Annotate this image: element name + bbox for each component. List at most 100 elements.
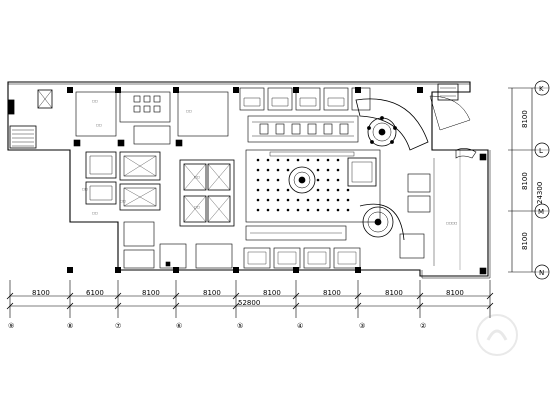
axis-marker: ④ <box>297 322 303 330</box>
table-dot <box>326 208 330 212</box>
stair-core-left <box>7 89 53 149</box>
axis-bubbles-bottom: ⑨ ⑧ ⑦ ⑥ ⑤ ④ ③ ② <box>8 322 426 330</box>
svg-text:□□: □□ <box>92 99 98 103</box>
svg-text:□□: □□ <box>194 175 200 179</box>
dim-label: 8100 <box>385 289 403 297</box>
watermark-logo <box>476 314 518 356</box>
column-marker <box>355 87 361 93</box>
central-dining-hall <box>245 149 381 223</box>
column-marker <box>355 267 361 273</box>
dimension-line-bottom <box>6 280 494 318</box>
axis-marker-right: N <box>539 269 544 277</box>
table-dot <box>296 158 300 162</box>
table-dot <box>316 188 320 192</box>
table-dot <box>266 188 270 192</box>
column-marker <box>293 267 299 273</box>
table-dot <box>316 208 320 212</box>
table-dot <box>316 198 320 202</box>
axis-marker: ③ <box>359 322 365 330</box>
table-dot <box>316 168 320 172</box>
dimension-slash <box>416 292 424 310</box>
table-dot <box>276 188 280 192</box>
table-dot <box>266 208 270 212</box>
axis-marker: ⑤ <box>237 322 243 330</box>
dim-label: 8100 <box>32 289 50 297</box>
dimension-slash <box>486 292 494 310</box>
axis-marker: ⑧ <box>67 322 73 330</box>
dimension-slash <box>292 292 300 310</box>
table-dot <box>256 168 260 172</box>
svg-text:□□□□: □□□□ <box>446 221 458 225</box>
column-marker <box>173 267 179 273</box>
table-dot <box>256 178 260 182</box>
table-dot <box>316 178 320 182</box>
table-dot <box>326 198 330 202</box>
table-dot <box>256 208 260 212</box>
svg-text:□□: □□ <box>194 205 200 209</box>
table-dot <box>336 188 340 192</box>
table-dot <box>286 168 290 172</box>
round-vip-room-top <box>355 95 471 151</box>
dim-label: 8100 <box>323 289 341 297</box>
table-dot <box>286 198 290 202</box>
column-marker <box>115 87 121 93</box>
dimension-slash <box>114 292 122 310</box>
axis-marker: ⑦ <box>115 322 121 330</box>
dining-tables <box>256 158 350 212</box>
right-hall <box>399 148 487 275</box>
table-dot <box>346 208 350 212</box>
table-dot <box>276 158 280 162</box>
private-rooms-top <box>239 87 371 143</box>
private-rooms-bottom <box>243 225 361 269</box>
table-dot <box>256 198 260 202</box>
svg-text:□□: □□ <box>96 123 102 127</box>
table-dot <box>326 168 330 172</box>
column-marker <box>417 87 423 93</box>
table-dot <box>336 178 340 182</box>
column-marker <box>67 267 73 273</box>
table-dot <box>276 178 280 182</box>
table-dot <box>276 208 280 212</box>
svg-text:□□: □□ <box>82 187 88 191</box>
column-marker <box>115 267 121 273</box>
dimension-line-right <box>508 87 536 273</box>
dim-label: 8100 <box>263 289 281 297</box>
table-dot <box>296 198 300 202</box>
table-dot <box>286 158 290 162</box>
column-marker <box>293 87 299 93</box>
column-marker <box>67 87 73 93</box>
rooms-left <box>73 91 229 147</box>
axis-marker-right: L <box>539 147 543 155</box>
column-marker <box>233 267 239 273</box>
dimension-slash <box>66 292 74 310</box>
table-dot <box>306 208 310 212</box>
svg-text:□□: □□ <box>120 199 126 203</box>
table-dot <box>296 208 300 212</box>
table-dot <box>336 168 340 172</box>
table-dot <box>336 208 340 212</box>
svg-text:□□: □□ <box>186 109 192 113</box>
table-dot <box>326 158 330 162</box>
table-dot <box>346 198 350 202</box>
dim-label-right: 8100 <box>521 172 529 190</box>
column-marker <box>233 87 239 93</box>
axis-marker: ⑨ <box>8 322 14 330</box>
table-dot <box>276 168 280 172</box>
dim-label: 8100 <box>142 289 160 297</box>
dim-label-right: 8100 <box>521 110 529 128</box>
room-tags: □□ □□ □□ □□ □□ □□ □□□□ □□ □□ <box>82 99 458 225</box>
svg-text:□□: □□ <box>92 211 98 215</box>
dim-label: 6100 <box>86 289 104 297</box>
axis-bubbles-right <box>534 80 550 280</box>
axis-marker: ⑥ <box>176 322 182 330</box>
dim-label: 8100 <box>203 289 221 297</box>
table-dot <box>306 198 310 202</box>
table-dot <box>336 198 340 202</box>
dim-total-label-right: 24300 <box>536 182 544 204</box>
table-dot <box>266 168 270 172</box>
table-dot <box>256 158 260 162</box>
exterior-walls <box>7 81 491 279</box>
dimension-slash <box>354 292 362 310</box>
table-dot <box>326 188 330 192</box>
table-dot <box>306 158 310 162</box>
